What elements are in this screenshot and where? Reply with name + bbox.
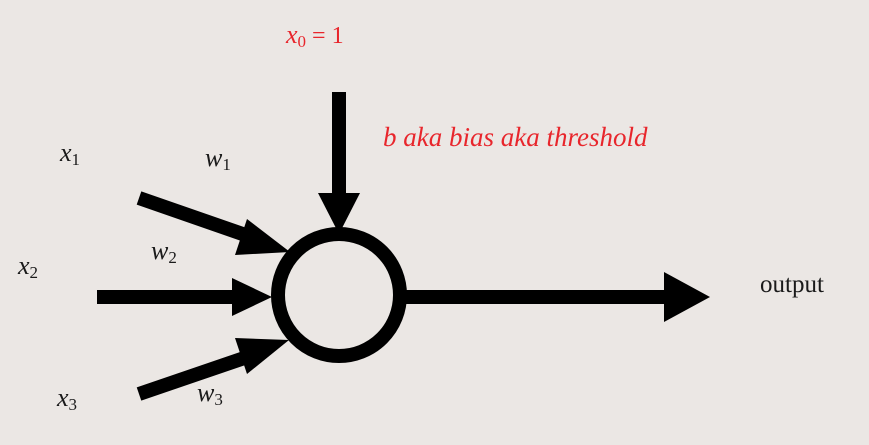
neuron-node: [271, 227, 407, 363]
weight-label-2: w2: [151, 236, 177, 267]
output-arrow: [400, 272, 710, 322]
input-arrow-1: [136, 191, 290, 255]
input-arrow-2: [97, 278, 272, 316]
input-label-1: x1: [60, 138, 81, 169]
bias-arrow: [318, 92, 360, 234]
weight-label-3: w3: [197, 378, 223, 409]
output-label: output: [760, 271, 824, 298]
input-label-2: x2: [18, 251, 39, 282]
weight-label-1: w1: [205, 143, 231, 174]
bias-caption: b aka bias aka threshold: [383, 122, 648, 152]
bias-input-label: x0 = 1: [286, 20, 344, 51]
input-label-3: x3: [57, 383, 78, 414]
input-arrow-3: [136, 338, 289, 401]
